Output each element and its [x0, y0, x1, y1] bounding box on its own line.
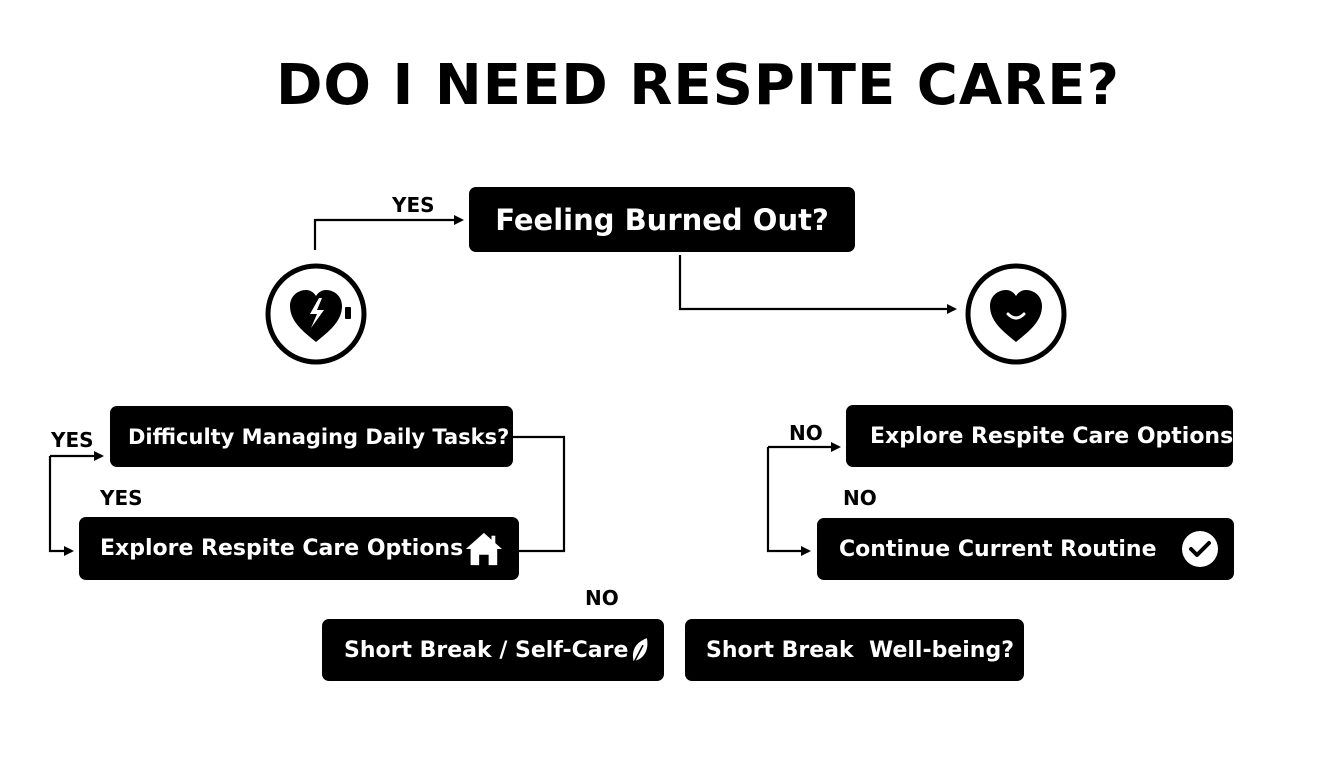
leaf-icon — [633, 638, 648, 663]
broken-heart-icon — [265, 263, 367, 365]
check-circle-icon — [1182, 531, 1218, 567]
node-feeling-burned-out: Feeling Burned Out? — [469, 187, 855, 252]
edge-label-yes-left-1: YES — [51, 428, 94, 452]
edge-label-no-right-2: NO — [843, 486, 877, 510]
node-label: Feeling Burned Out? — [495, 202, 829, 237]
connector-left-circle-to-burned-out — [313, 215, 464, 250]
node-label: Short Break Well-being? — [706, 637, 1014, 663]
edge-label-no-right-1: NO — [789, 421, 823, 445]
node-explore-respite-care-left: Explore Respite Care Options — [79, 517, 519, 580]
node-short-break-wellbeing: Short Break Well-being? — [685, 619, 1024, 681]
smiling-heart-icon — [965, 263, 1067, 365]
node-label: Difficulty Managing Daily Tasks? — [128, 424, 510, 449]
connector-right-no-loop — [766, 447, 811, 556]
node-label: Explore Respite Care Options — [100, 536, 464, 561]
page-title: DO I NEED RESPITE CARE? — [275, 53, 1121, 118]
connector-left-bracket — [513, 435, 566, 553]
connector-burned-out-to-right-circle — [678, 255, 957, 314]
node-explore-respite-care-right: Explore Respite Care Options — [846, 405, 1233, 467]
node-label: Short Break / Self-Care — [344, 637, 629, 663]
node-short-break-self-care: Short Break / Self-Care — [322, 619, 664, 681]
node-label: Continue Current Routine — [839, 536, 1157, 562]
edge-label-yes-top: YES — [392, 193, 435, 217]
node-continue-current-routine: Continue Current Routine — [817, 518, 1234, 580]
connector-left-yes-loop — [48, 456, 74, 556]
house-icon — [466, 532, 503, 565]
edge-label-yes-left-2: YES — [100, 486, 143, 510]
node-difficulty-managing-daily-tasks: Difficulty Managing Daily Tasks? — [110, 406, 513, 467]
node-label: Explore Respite Care Options — [870, 423, 1234, 449]
edge-label-no-bottom: NO — [585, 586, 619, 610]
